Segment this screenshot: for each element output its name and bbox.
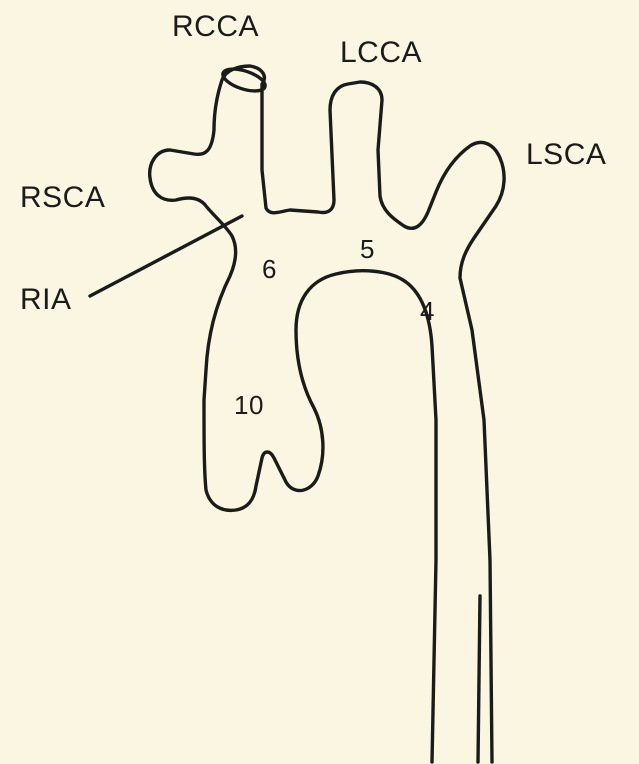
- label-ria: RIA: [20, 285, 72, 315]
- arch-outer-wall: [150, 66, 504, 762]
- label-rcca: RCCA: [172, 12, 259, 42]
- segment-label-6: 6: [262, 256, 277, 282]
- ria-leader-line: [90, 216, 242, 296]
- label-rsca: RSCA: [20, 183, 105, 213]
- label-lcca: LCCA: [340, 38, 422, 68]
- descending-aorta-inner-line: [478, 596, 480, 762]
- segment-label-5: 5: [360, 236, 375, 262]
- segment-label-10: 10: [234, 392, 264, 418]
- label-lsca: LSCA: [526, 140, 606, 170]
- segment-label-4: 4: [420, 298, 435, 324]
